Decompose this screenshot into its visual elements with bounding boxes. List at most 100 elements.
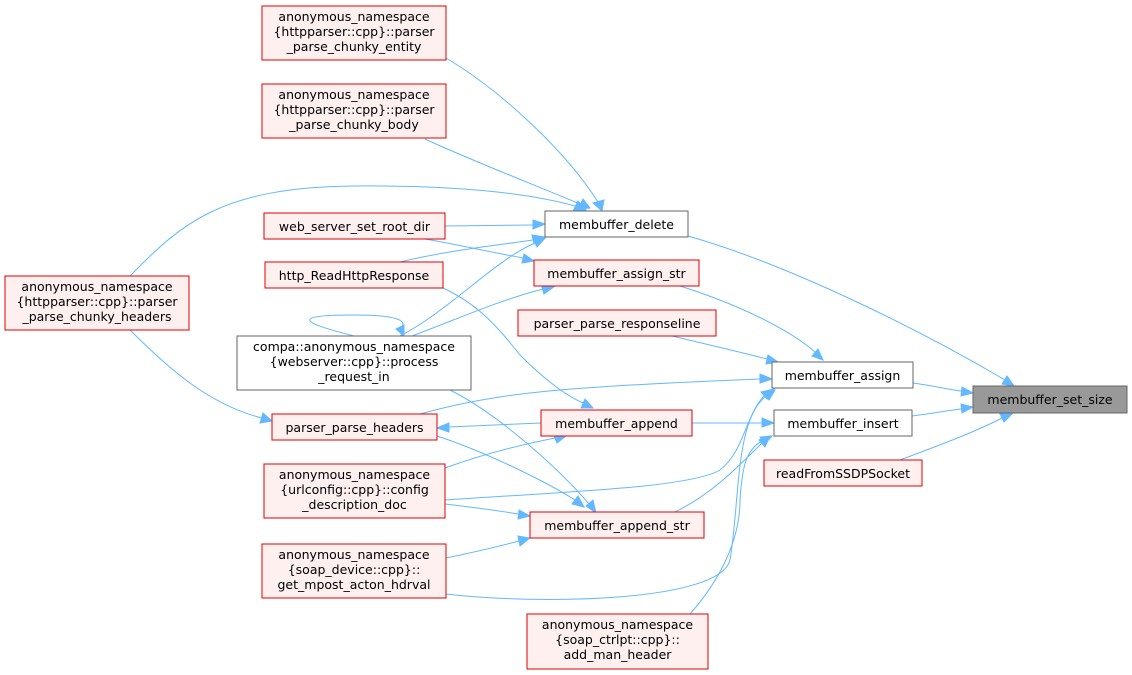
edge-readfromssdpsocket-to-membuffer-set-size xyxy=(899,412,1015,461)
node-http-readhttpresponse-label: http_ReadHttpResponse xyxy=(279,268,430,283)
edge-line xyxy=(444,224,534,227)
node-process-request-in[interactable]: compa::anonymous_namespace {webserver::c… xyxy=(236,335,472,391)
edge-chunky-body-to-membuffer-delete xyxy=(424,138,591,210)
node-readfromssdpsocket-label: readFromSSDPSocket xyxy=(776,466,910,481)
node-chunky-entity-line-1: anonymous_namespace xyxy=(278,9,429,24)
edge-membuffer-assign-to-membuffer-set-size xyxy=(912,382,975,397)
edge-line xyxy=(445,395,767,600)
edge-arrowhead xyxy=(571,495,585,508)
edge-membuffer-assign-str-to-membuffer-assign xyxy=(679,285,824,361)
node-membuffer-assign[interactable]: membuffer_assign xyxy=(771,361,914,389)
node-membuffer-append-str-label: membuffer_append_str xyxy=(544,518,690,533)
edge-line xyxy=(912,382,962,392)
node-config-description-doc-line-1: anonymous_namespace xyxy=(279,467,430,482)
node-membuffer-insert[interactable]: membuffer_insert xyxy=(773,409,913,437)
node-chunky-headers[interactable]: anonymous_namespace {httpparser::cpp}::p… xyxy=(4,275,190,331)
node-membuffer-delete[interactable]: membuffer_delete xyxy=(544,210,689,238)
node-parser-parse-headers-label: parser_parse_headers xyxy=(285,420,423,435)
edge-membuffer-delete-to-membuffer-set-size xyxy=(687,235,1016,387)
edge-line xyxy=(129,185,576,277)
edge-arrowhead xyxy=(591,199,605,212)
edge-line xyxy=(444,437,556,469)
edge-line xyxy=(911,408,962,417)
edge-line xyxy=(671,335,768,360)
node-add-man-header[interactable]: anonymous_namespace {soap_ctrlpt::cpp}::… xyxy=(526,613,709,670)
node-add-man-header-line-2: {soap_ctrlpt::cpp}:: xyxy=(555,632,680,647)
node-membuffer-append[interactable]: membuffer_append xyxy=(540,409,693,437)
edge-arrowhead xyxy=(1001,375,1016,387)
node-parser-parse-responseline-label: parser_parse_responseline xyxy=(534,316,701,331)
node-process-request-in-line-3: _request_in xyxy=(317,369,389,384)
node-membuffer-insert-label: membuffer_insert xyxy=(787,416,898,431)
node-config-description-doc[interactable]: anonymous_namespace {urlconfig::cpp}::co… xyxy=(263,463,446,519)
edge-web-server-set-root-dir-to-membuffer-delete xyxy=(444,219,547,230)
node-chunky-entity[interactable]: anonymous_namespace {httpparser::cpp}::p… xyxy=(261,5,447,61)
edge-add-man-header-to-membuffer-insert xyxy=(689,435,774,615)
edges xyxy=(129,57,1016,615)
edge-line xyxy=(445,540,520,559)
edge-arrowhead xyxy=(435,422,450,433)
edge-arrowhead xyxy=(999,412,1015,423)
edge-arrowhead xyxy=(517,535,532,547)
node-parser-parse-responseline[interactable]: parser_parse_responseline xyxy=(517,309,717,337)
node-chunky-body[interactable]: anonymous_namespace {httpparser::cpp}::p… xyxy=(261,83,447,139)
node-get-mpost-acton-hdrval[interactable]: anonymous_namespace {soap_device::cpp}::… xyxy=(261,543,447,599)
edge-line xyxy=(442,287,584,404)
node-membuffer-assign-str[interactable]: membuffer_assign_str xyxy=(533,259,700,287)
edge-line xyxy=(424,238,524,259)
node-membuffer-append-str[interactable]: membuffer_append_str xyxy=(529,511,705,539)
node-http-readhttpresponse[interactable]: http_ReadHttpResponse xyxy=(264,261,444,289)
edge-line xyxy=(689,440,763,615)
edge-get-mpost-acton-hdrval-to-membuffer-assign xyxy=(445,389,777,600)
node-membuffer-assign-label: membuffer_assign xyxy=(785,368,901,383)
node-membuffer-append-label: membuffer_append xyxy=(555,416,678,431)
edge-line xyxy=(444,394,766,501)
edge-line xyxy=(449,389,591,506)
node-chunky-body-line-3: _parse_chunky_body xyxy=(288,117,419,132)
node-get-mpost-acton-hdrval-line-1: anonymous_namespace xyxy=(278,547,429,562)
edge-arrowhead xyxy=(585,499,597,515)
edge-membuffer-append-to-parser-parse-headers xyxy=(435,422,542,433)
edge-line xyxy=(411,288,544,337)
node-membuffer-set-size-label: membuffer_set_size xyxy=(987,392,1112,407)
node-parser-parse-headers[interactable]: parser_parse_headers xyxy=(271,413,438,441)
edge-arrowhead xyxy=(395,324,405,338)
edge-config-description-doc-to-membuffer-assign xyxy=(444,388,776,501)
edge-line xyxy=(679,285,816,353)
edge-membuffer-insert-to-membuffer-set-size xyxy=(911,403,975,417)
node-readfromssdpsocket[interactable]: readFromSSDPSocket xyxy=(763,459,923,487)
edge-arrowhead xyxy=(762,389,777,401)
node-get-mpost-acton-hdrval-line-3: get_mpost_acton_hdrval xyxy=(278,577,431,592)
edge-arrowhead xyxy=(521,253,536,264)
node-chunky-body-line-1: anonymous_namespace xyxy=(278,87,429,102)
edge-parser-parse-headers-to-membuffer-assign xyxy=(419,373,774,415)
node-web-server-set-root-dir[interactable]: web_server_set_root_dir xyxy=(263,212,446,240)
edge-line xyxy=(899,417,1003,461)
edge-line xyxy=(448,422,542,428)
node-add-man-header-line-3: add_man_header xyxy=(564,647,673,662)
node-add-man-header-line-1: anonymous_namespace xyxy=(542,617,693,632)
edge-line xyxy=(309,314,404,337)
edge-line xyxy=(129,329,263,419)
node-chunky-entity-line-2: {httpparser::cpp}::parser xyxy=(273,24,435,39)
edge-http-readhttpresponse-to-membuffer-append xyxy=(442,287,595,409)
edge-config-description-doc-to-membuffer-append-str xyxy=(444,503,532,520)
node-chunky-entity-line-3: _parse_chunky_entity xyxy=(286,39,422,54)
edge-process-request-in-to-process-request-in xyxy=(309,314,405,338)
edge-arrowhead xyxy=(259,412,274,424)
edge-arrowhead xyxy=(960,403,975,414)
edge-arrowhead xyxy=(532,219,547,230)
node-web-server-set-root-dir-label: web_server_set_root_dir xyxy=(279,219,431,234)
edge-membuffer-append-str-to-membuffer-insert xyxy=(674,435,771,513)
node-process-request-in-line-1: compa::anonymous_namespace xyxy=(253,339,455,354)
node-config-description-doc-line-2: {urlconfig::cpp}::config xyxy=(280,482,429,497)
node-membuffer-assign-str-label: membuffer_assign_str xyxy=(547,266,686,281)
node-membuffer-set-size[interactable]: membuffer_set_size xyxy=(972,385,1128,414)
edge-parser-parse-responseline-to-membuffer-assign xyxy=(671,335,780,365)
edge-parser-parse-headers-to-membuffer-append-str xyxy=(436,435,585,508)
edge-arrowhead xyxy=(517,509,532,520)
edge-arrowhead xyxy=(531,234,547,245)
edge-web-server-set-root-dir-to-membuffer-assign-str xyxy=(424,238,536,264)
node-chunky-headers-line-3: _parse_chunky_headers xyxy=(21,309,171,324)
